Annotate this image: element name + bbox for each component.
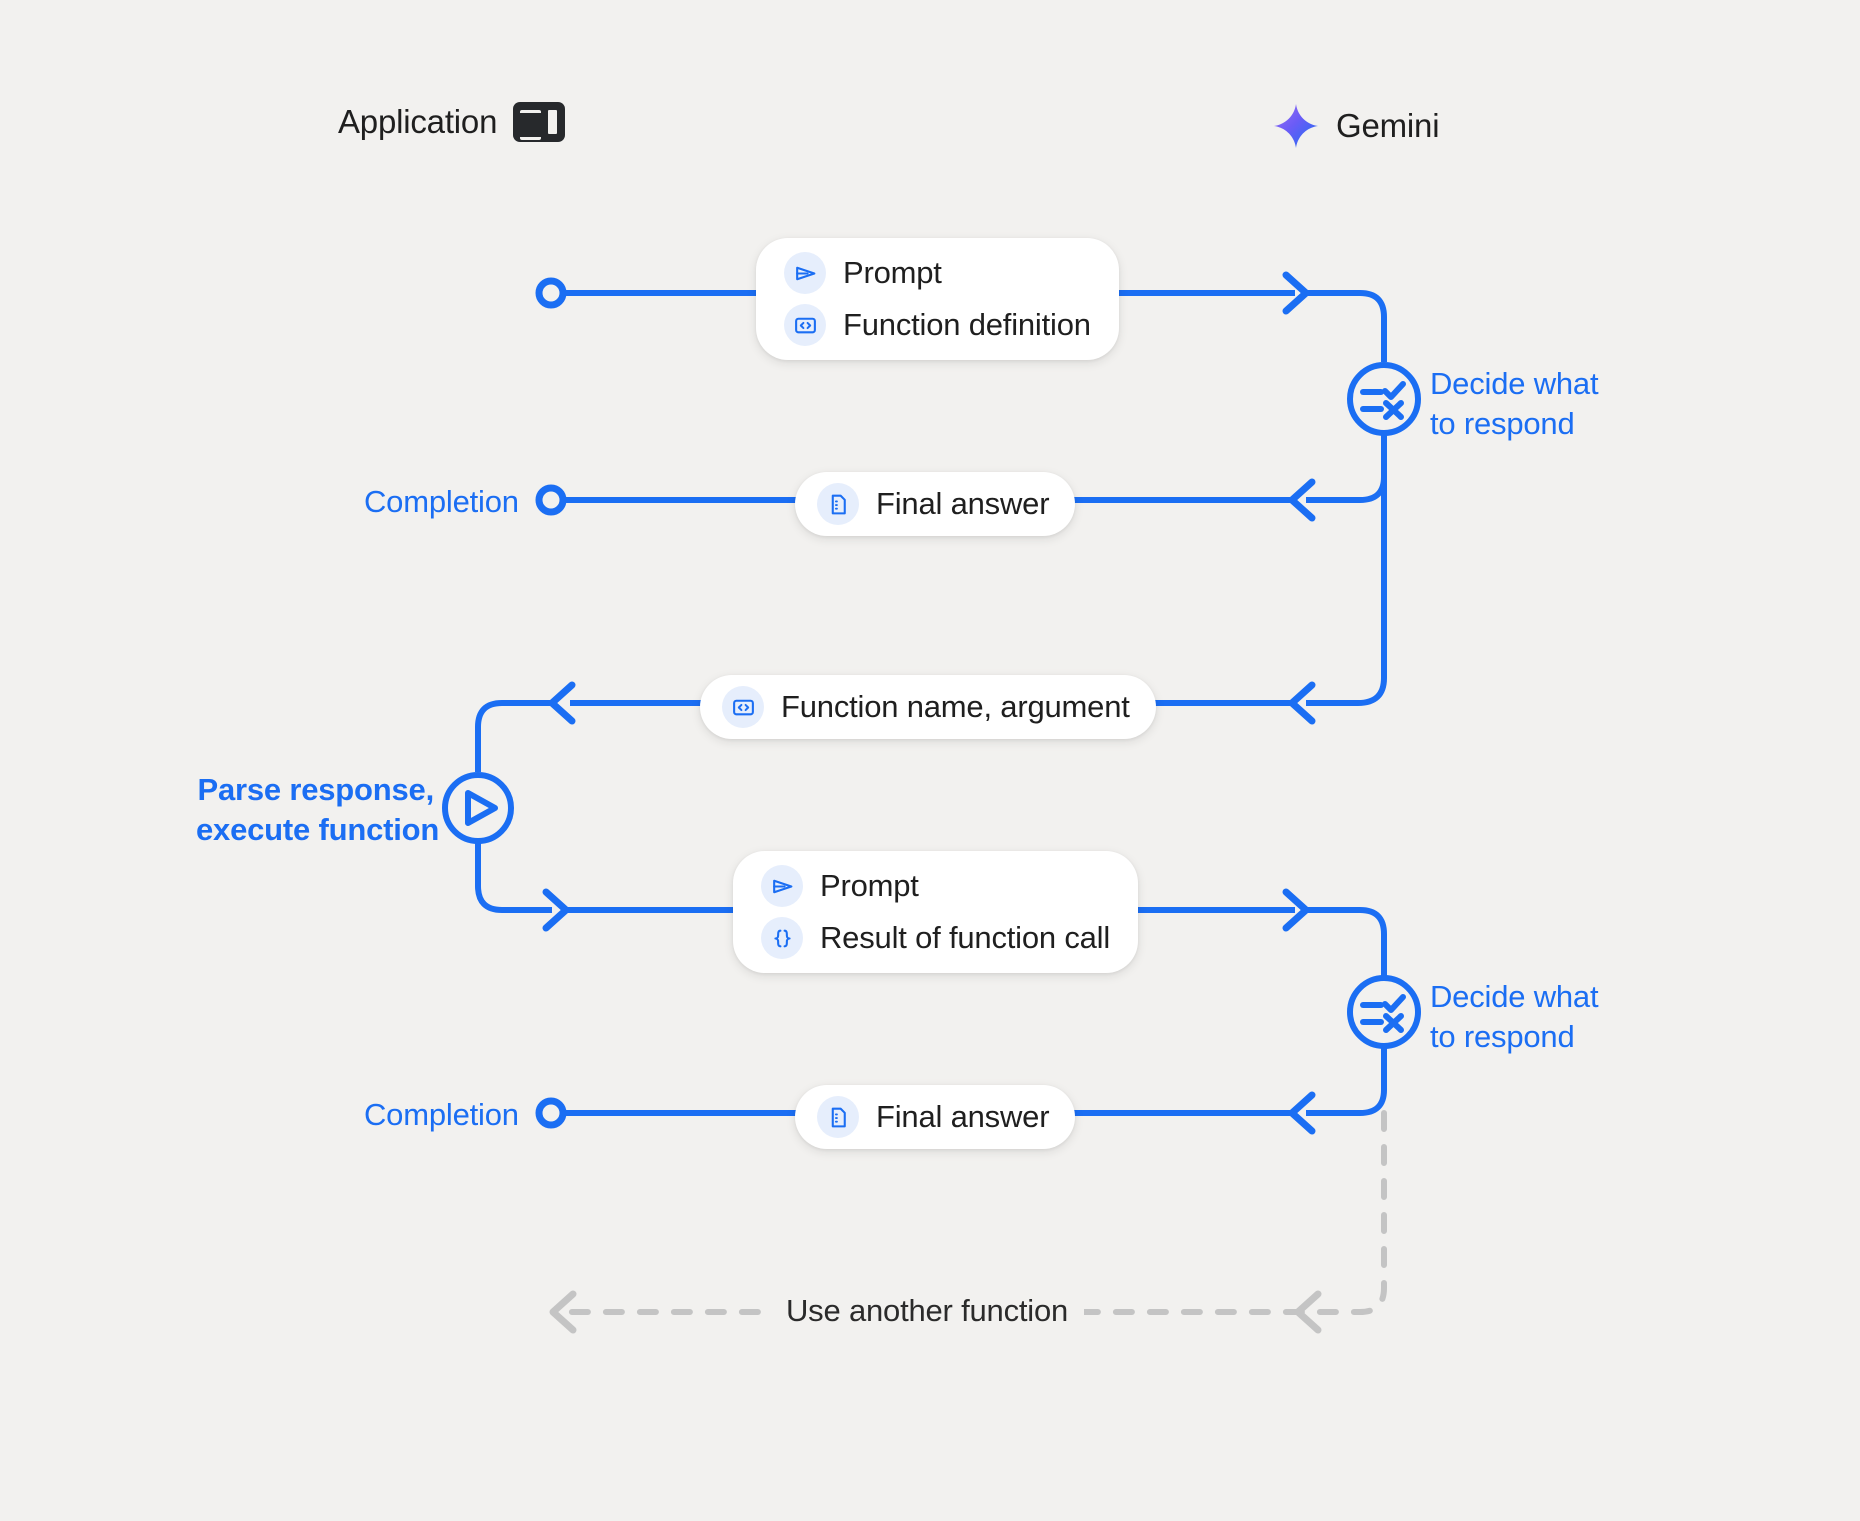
message-card-prompt-function-definition[interactable]: Prompt Function definition — [756, 238, 1119, 360]
message-card-final-answer-1[interactable]: Final answer — [795, 472, 1076, 536]
code-brackets-icon — [784, 304, 826, 346]
actor-gemini-label: Gemini — [1336, 107, 1440, 144]
card-label-prompt: Prompt — [843, 255, 942, 290]
card-row-prompt: Prompt — [784, 252, 1091, 294]
actor-application: Application — [338, 102, 566, 142]
decide-label-1-line1: Decide what — [1430, 366, 1599, 401]
loop-use-another-function — [549, 1110, 1387, 1334]
parse-execute-line2: execute function — [196, 812, 440, 848]
card-label-function-definition: Function definition — [843, 307, 1091, 342]
execute-function-node — [442, 772, 514, 844]
decide-label-2-line2: to respond — [1430, 1019, 1575, 1055]
send-icon — [784, 252, 826, 294]
card-label-result-of-function-call: Result of function call — [820, 920, 1111, 955]
decide-label-2: Decide what to respond — [1430, 977, 1599, 1058]
completion-label-2: Completion — [364, 1097, 519, 1132]
decision-node-1 — [1347, 362, 1421, 436]
parse-execute-line1: Parse response, — [197, 772, 434, 807]
gemini-sparkle-icon — [1272, 102, 1320, 150]
card-label-prompt-2: Prompt — [820, 868, 919, 903]
card-label-final-answer: Final answer — [876, 486, 1050, 521]
card-row-final-answer-2: Final answer — [817, 1096, 1050, 1138]
code-brackets-icon — [722, 686, 764, 728]
card-row-function-definition: Function definition — [784, 304, 1091, 346]
decide-label-2-line1: Decide what — [1430, 979, 1599, 1014]
application-window-icon — [513, 102, 566, 142]
card-label-function-name-argument: Function name, argument — [781, 689, 1130, 724]
decide-label-1-line2: to respond — [1430, 406, 1575, 442]
decide-label-1: Decide what to respond — [1430, 364, 1599, 445]
document-icon — [817, 483, 859, 525]
card-row-final-answer: Final answer — [817, 483, 1050, 525]
parse-execute-label: Parse response, execute function — [196, 770, 440, 851]
card-label-final-answer-2: Final answer — [876, 1099, 1050, 1134]
message-card-final-answer-2[interactable]: Final answer — [795, 1085, 1076, 1149]
card-row-result-of-function-call: Result of function call — [761, 917, 1110, 959]
message-card-function-name-argument[interactable]: Function name, argument — [700, 675, 1156, 739]
send-icon — [761, 865, 803, 907]
actor-application-label: Application — [338, 103, 498, 140]
card-row-function-name-argument: Function name, argument — [722, 686, 1130, 728]
message-card-prompt-result-of-function-call[interactable]: Prompt Result of function call — [733, 851, 1139, 973]
actor-gemini: Gemini — [1272, 102, 1440, 150]
curly-braces-icon — [761, 917, 803, 959]
decision-node-2 — [1347, 975, 1421, 1049]
card-row-prompt-2: Prompt — [761, 865, 1110, 907]
completion-label-1: Completion — [364, 484, 519, 519]
loop-label-use-another-function: Use another function — [770, 1293, 1085, 1329]
document-icon — [817, 1096, 859, 1138]
